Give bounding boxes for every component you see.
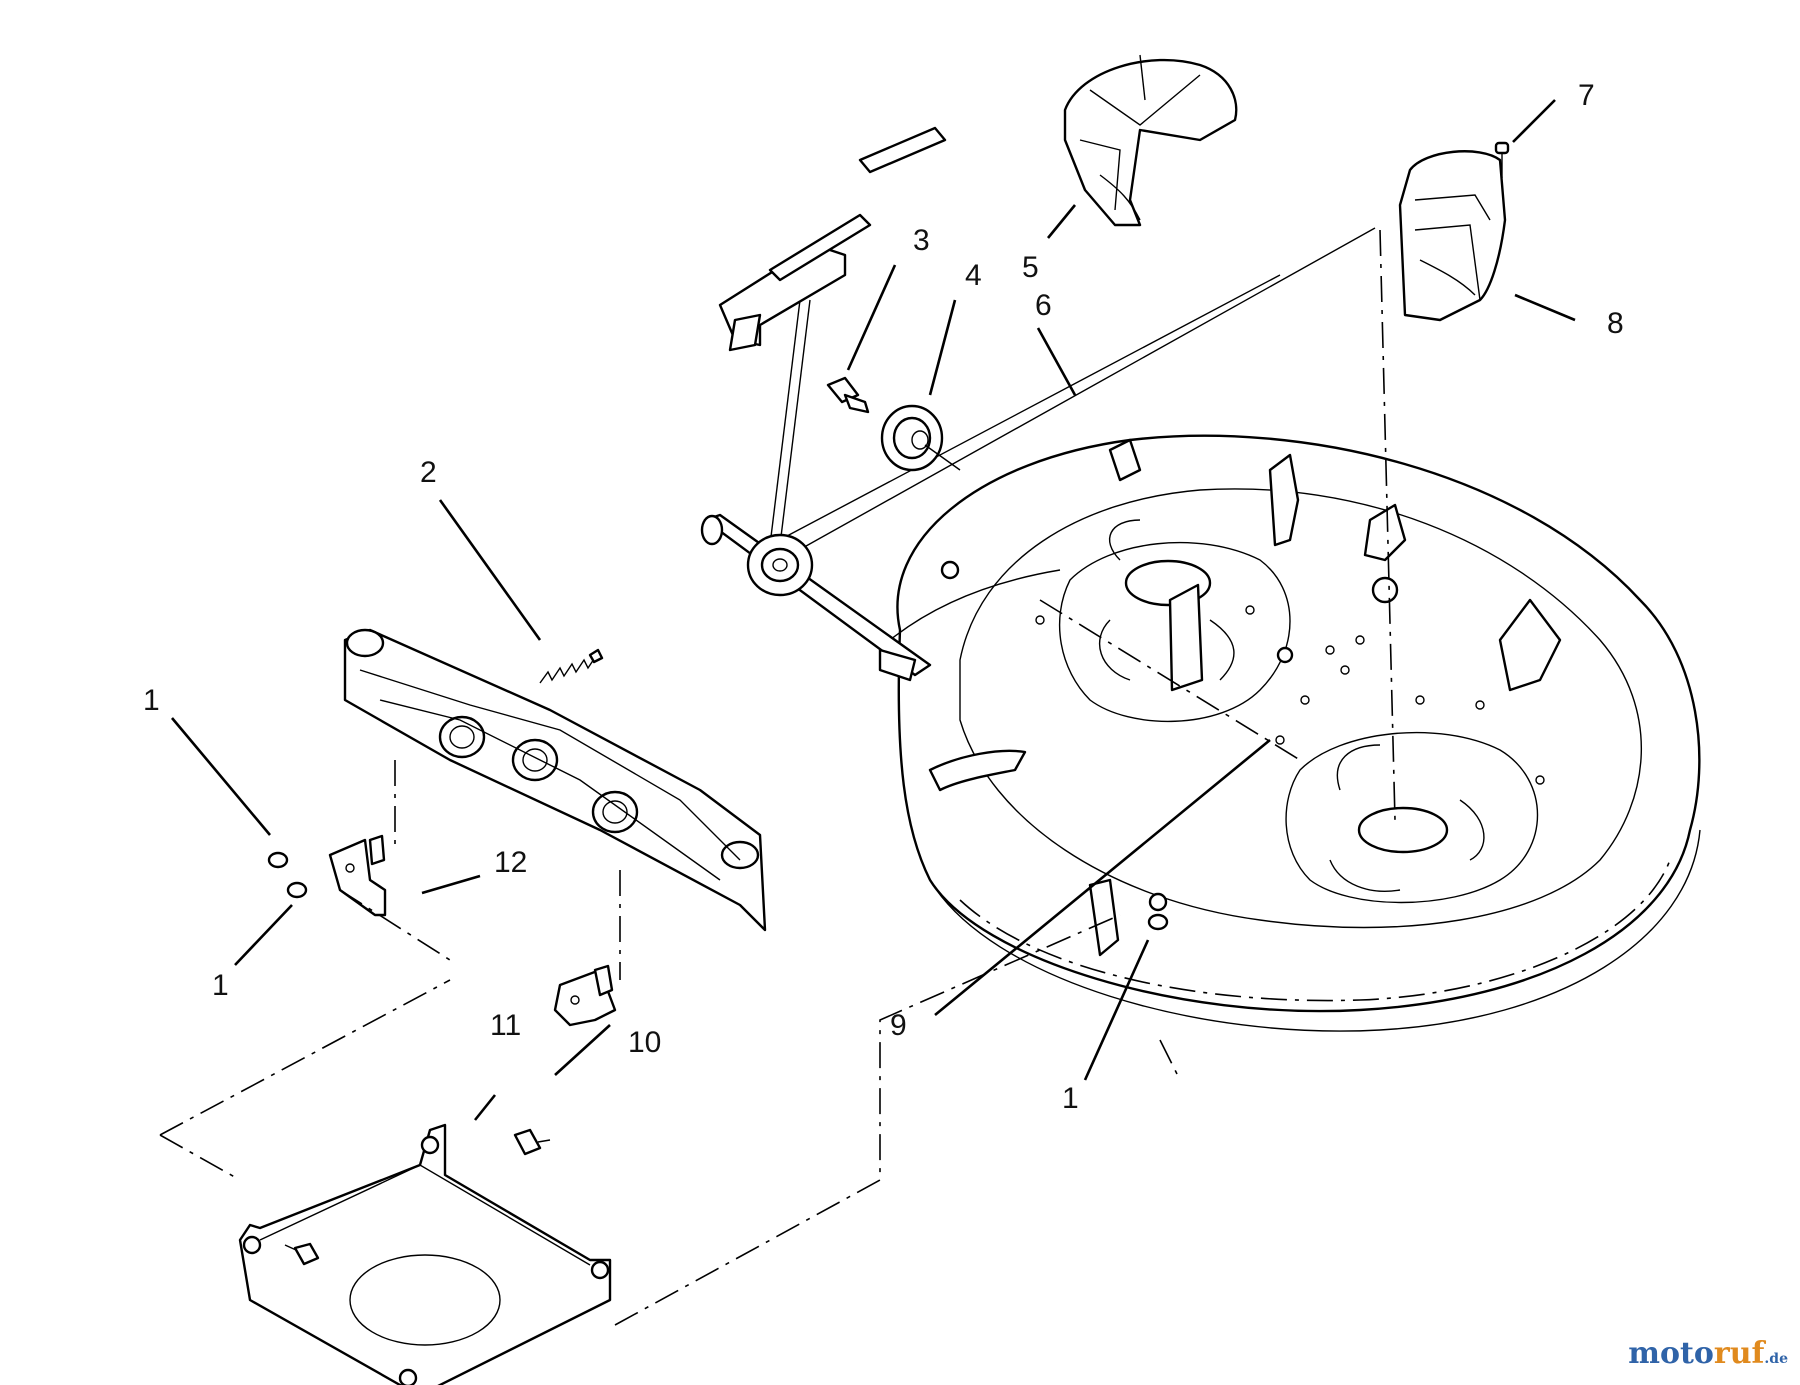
idler-arm: [700, 513, 932, 682]
shoulder-bolt: [826, 376, 870, 414]
hanger-bracket-lower: [553, 964, 617, 1027]
callout-7: 7: [1578, 79, 1595, 112]
callout-2: 2: [420, 456, 437, 489]
callout-5: 5: [1022, 251, 1039, 284]
watermark-logo: motoruf.de: [1628, 1336, 1788, 1371]
belt-cover-right: [1398, 150, 1507, 322]
callout-1-lower-left: 1: [212, 969, 229, 1002]
nut-deck: [1147, 913, 1169, 931]
deck-holes: [1035, 605, 1545, 785]
right-spindle-plate: [1285, 731, 1539, 904]
callout-1-upper-left: 1: [143, 684, 160, 717]
callout-11: 11: [490, 1009, 521, 1042]
leader-lines: [171, 99, 1576, 1121]
bolt-10-upper: [513, 1128, 551, 1156]
callout-8: 8: [1607, 307, 1624, 340]
callout-12: 12: [494, 846, 527, 879]
idler-pulley: [880, 404, 961, 472]
nut-upper-left: [267, 851, 289, 869]
screw-7: [1494, 141, 1510, 178]
callout-3: 3: [913, 224, 930, 257]
callout-6: 6: [1035, 289, 1052, 322]
callout-4: 4: [965, 259, 982, 292]
callout-10: 10: [628, 1026, 661, 1059]
belt-cover-left: [1063, 54, 1238, 227]
hanger-bracket-upper: [328, 834, 387, 917]
assembly-path-lines: [159, 889, 1181, 1326]
mounting-plate: [238, 1123, 612, 1385]
spring: [539, 648, 604, 684]
callout-9: 9: [890, 1009, 907, 1042]
drive-belt: [769, 227, 1396, 821]
belt-guide-bracket: [718, 126, 947, 352]
deck-hanger-beam: [343, 628, 767, 980]
nut-lower-left: [286, 881, 308, 899]
bolt-10-lower: [284, 1242, 320, 1266]
mower-deck: [889, 434, 1701, 1032]
callout-1-deck: 1: [1062, 1082, 1079, 1115]
